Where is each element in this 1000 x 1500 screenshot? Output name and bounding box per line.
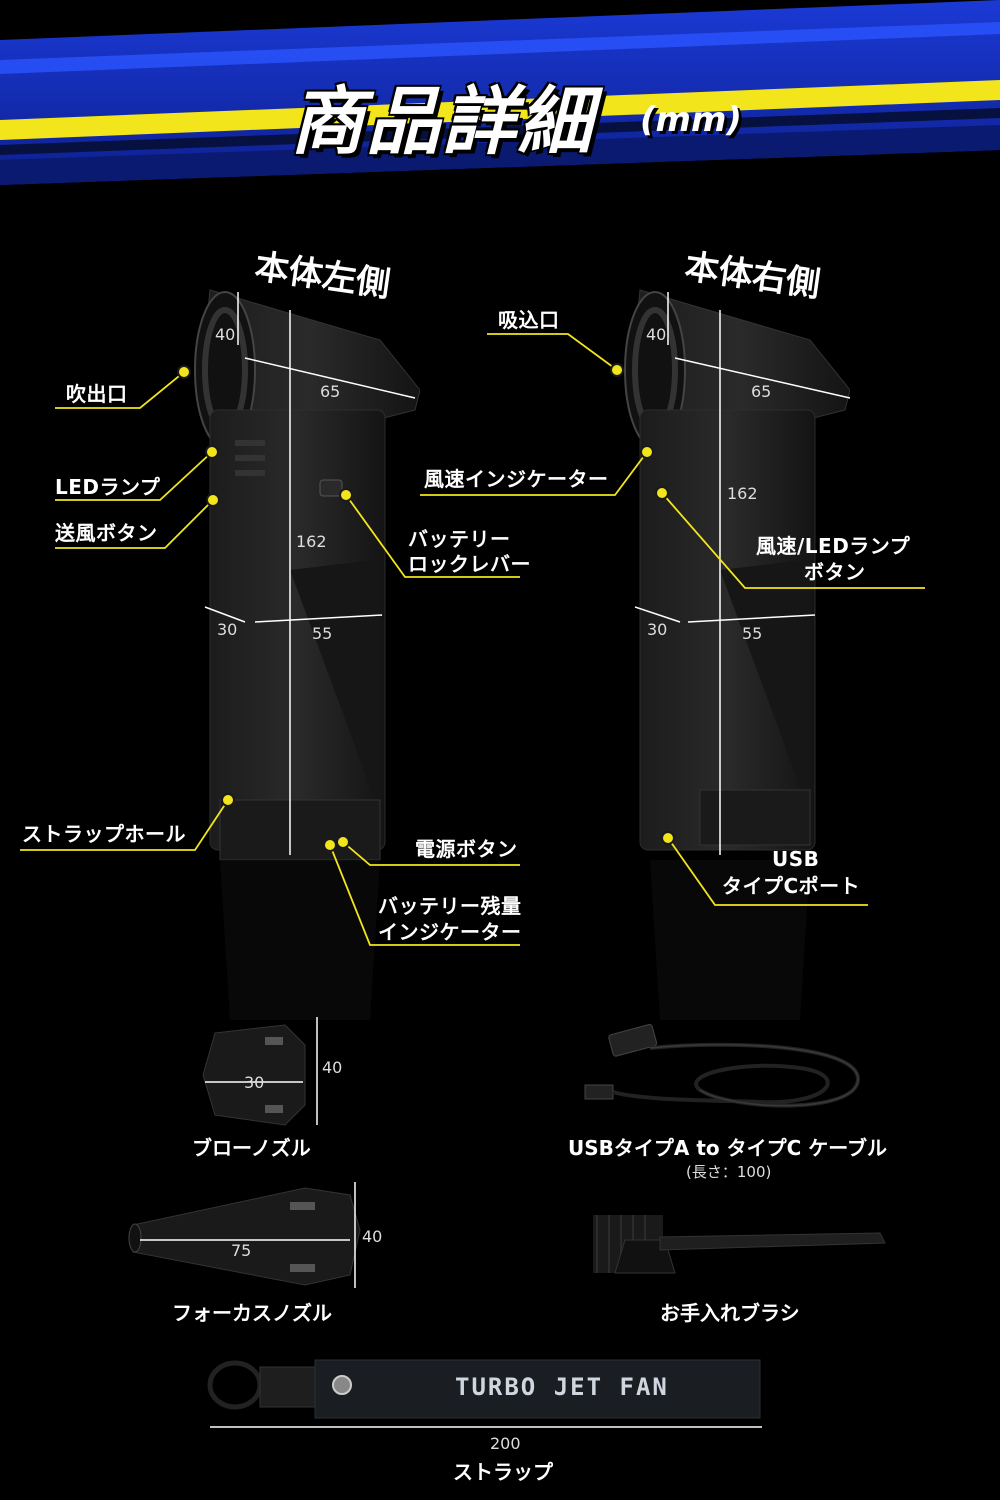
label-outlet: 吹出口 bbox=[66, 382, 128, 406]
cable-caption: USBタイプA to タイプC ケーブル bbox=[568, 1136, 888, 1160]
label-speed-button-2: ボタン bbox=[804, 560, 866, 584]
left-dim-fan-height: 40 bbox=[215, 325, 236, 344]
label-fan-button: 送風ボタン bbox=[55, 521, 158, 545]
label-speed-indicator: 風速インジケーター bbox=[424, 467, 609, 491]
header-banner bbox=[0, 0, 1000, 200]
blow-nozzle-dim-w: 30 bbox=[244, 1073, 265, 1092]
title-unit: (mm) bbox=[640, 100, 742, 140]
cable-image bbox=[584, 1024, 861, 1108]
label-usb-2: タイプCポート bbox=[722, 874, 861, 898]
strap-dim: 200 bbox=[490, 1434, 521, 1453]
label-battery-level-2: インジケーター bbox=[378, 920, 522, 944]
left-dim-body-height: 162 bbox=[296, 532, 327, 551]
focus-nozzle-image bbox=[128, 1182, 361, 1288]
label-strap-hole: ストラップホール bbox=[22, 822, 186, 846]
label-power-button: 電源ボタン bbox=[415, 837, 518, 861]
left-dim-depth: 30 bbox=[217, 620, 238, 639]
right-dim-depth: 30 bbox=[647, 620, 668, 639]
right-dim-fan-height: 40 bbox=[646, 325, 667, 344]
focus-nozzle-dim-h: 40 bbox=[362, 1227, 383, 1246]
left-device-image bbox=[194, 289, 420, 1020]
label-usb-1: USB bbox=[772, 847, 820, 871]
right-dim-body-height: 162 bbox=[727, 484, 758, 503]
focus-nozzle-caption: フォーカスノズル bbox=[172, 1301, 332, 1325]
left-dim-width: 55 bbox=[312, 624, 333, 643]
blow-nozzle-caption: ブローノズル bbox=[192, 1136, 311, 1160]
label-battery-lock-1: バッテリー bbox=[408, 527, 511, 551]
blow-nozzle-image bbox=[202, 1017, 318, 1126]
brush-caption: お手入れブラシ bbox=[660, 1301, 800, 1325]
label-intake: 吸込口 bbox=[498, 308, 560, 332]
left-dim-head-width: 65 bbox=[320, 382, 341, 401]
strap-print: TURBO JET FAN bbox=[455, 1373, 669, 1401]
strap-caption: ストラップ bbox=[453, 1460, 553, 1484]
blow-nozzle-dim-h: 40 bbox=[322, 1058, 343, 1077]
label-led-lamp: LEDランプ bbox=[55, 475, 161, 499]
right-dim-width: 55 bbox=[742, 624, 763, 643]
label-speed-button-1: 風速/LEDランプ bbox=[756, 534, 911, 558]
label-battery-lock-2: ロックレバー bbox=[408, 552, 531, 576]
page-title: 商品詳細 bbox=[290, 79, 594, 165]
right-dim-head-width: 65 bbox=[751, 382, 772, 401]
cable-length-note: (長さ：100) bbox=[686, 1163, 772, 1181]
brush-image bbox=[593, 1215, 886, 1274]
label-battery-level-1: バッテリー残量 bbox=[378, 894, 522, 918]
right-device-image bbox=[624, 289, 850, 1020]
focus-nozzle-dim-w: 75 bbox=[231, 1241, 252, 1260]
strap-image: TURBO JET FAN bbox=[207, 1359, 761, 1419]
